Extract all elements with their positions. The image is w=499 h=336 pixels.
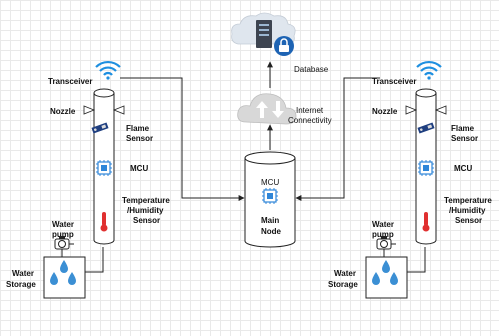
right-temp-label-line3: Sensor: [455, 216, 482, 225]
left-storage-label-line2: Storage: [6, 280, 36, 289]
right-water-pump-icon: [376, 236, 396, 250]
left-temp-label-line1: Temperature: [122, 196, 170, 205]
right-nozzle-label: Nozzle: [372, 107, 398, 116]
database-icon: [231, 12, 296, 56]
left-pump-pipe: [85, 247, 104, 273]
right-pump-pipe: [407, 247, 426, 273]
left-mcu-label: MCU: [130, 164, 148, 173]
left-pump-label-line2: pump: [52, 230, 74, 239]
right-temp-label-line1: Temperature: [444, 196, 492, 205]
internet-label-line2: Connectivity: [288, 116, 332, 125]
internet-connectivity: Internet Connectivity: [237, 93, 332, 125]
left-transceiver-label: Transceiver: [48, 77, 92, 86]
right-flame-label-line1: Flame: [451, 124, 475, 133]
right-wifi-icon: [416, 60, 442, 80]
left-water-drops-icon: [50, 260, 76, 285]
right-mcu-label: MCU: [454, 164, 472, 173]
left-storage-label-line1: Water: [12, 269, 34, 278]
left-nozzle-icon: [83, 105, 125, 115]
right-flame-label-line2: Sensor: [451, 134, 478, 143]
left-thermometer-icon: [100, 212, 108, 232]
cloud-icon: [237, 93, 297, 125]
right-transceiver-label: Transceiver: [372, 77, 416, 86]
right-to-main-connector: [295, 77, 380, 201]
left-wifi-icon: [95, 60, 121, 80]
right-pump-label-line2: pump: [372, 230, 394, 239]
left-nozzle-label: Nozzle: [50, 107, 76, 116]
connection-lines: [85, 61, 426, 273]
main-node: MCU Main Node: [244, 151, 296, 248]
left-flame-label-line1: Flame: [126, 124, 150, 133]
internet-label-line1: Internet: [296, 106, 324, 115]
right-storage-label-line2: Storage: [328, 280, 358, 289]
left-temp-label-line2: /Humidity: [127, 206, 164, 215]
left-unit: Transceiver Nozzle Flame Sensor MCU: [6, 60, 170, 299]
right-pump-label-line1: Water: [372, 220, 394, 229]
main-node-label-line1: Main: [261, 216, 279, 225]
left-pump-label-line1: Water: [52, 220, 74, 229]
database: Database: [231, 12, 329, 74]
left-flame-label-line2: Sensor: [126, 134, 153, 143]
upload-download-arrows-icon: [256, 101, 284, 118]
main-node-label-line2: Node: [261, 227, 282, 236]
right-water-drops-icon: [372, 260, 398, 285]
right-nozzle-icon: [405, 105, 447, 115]
main-node-mcu-label: MCU: [261, 178, 279, 187]
left-temp-label-line3: Sensor: [133, 216, 160, 225]
left-flame-sensor-icon: [91, 122, 109, 134]
left-water-pump-icon: [54, 236, 74, 250]
right-unit: Transceiver Nozzle Flame Sensor MCU Temp…: [328, 60, 492, 299]
right-thermometer-icon: [422, 212, 430, 232]
right-flame-sensor-icon: [417, 122, 435, 134]
left-mcu-chip-icon: [96, 160, 112, 176]
left-to-main-connector: [120, 77, 245, 201]
main-node-mcu-chip-icon: [262, 188, 278, 204]
right-storage-label-line1: Water: [334, 269, 356, 278]
database-label: Database: [294, 65, 329, 74]
right-mcu-chip-icon: [418, 160, 434, 176]
right-temp-label-line2: /Humidity: [449, 206, 486, 215]
